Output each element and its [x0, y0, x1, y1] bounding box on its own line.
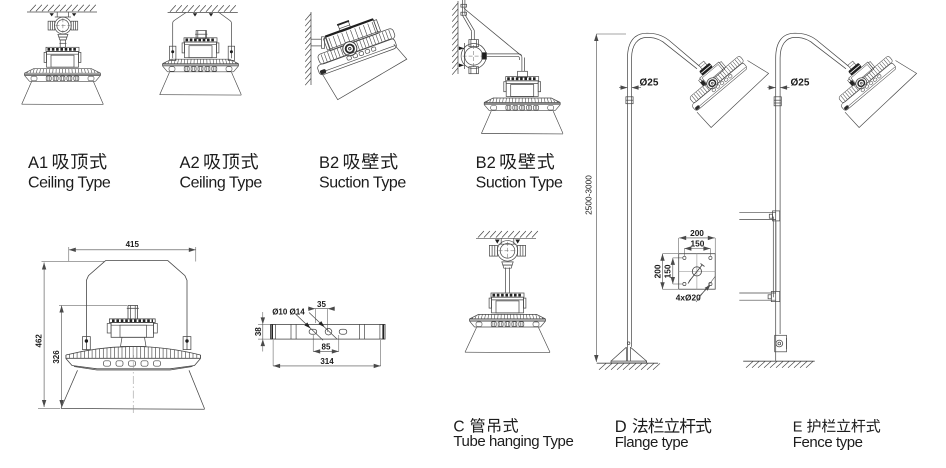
svg-text:150: 150 — [663, 264, 673, 278]
svg-text:Tube hanging Type: Tube hanging Type — [453, 433, 573, 450]
svg-text:D: D — [615, 418, 627, 436]
svg-text:2500-3000: 2500-3000 — [583, 175, 593, 215]
svg-text:C: C — [453, 419, 464, 436]
svg-text:Ø10 Ø14: Ø10 Ø14 — [272, 307, 305, 316]
svg-text:Suction Type: Suction Type — [319, 175, 406, 192]
svg-text:Flange type: Flange type — [615, 434, 689, 451]
svg-text:E: E — [793, 420, 803, 436]
svg-text:314: 314 — [320, 357, 334, 366]
svg-text:200: 200 — [690, 228, 704, 238]
svg-text:150: 150 — [690, 239, 704, 249]
svg-text:85: 85 — [322, 343, 331, 352]
svg-text:4xØ20: 4xØ20 — [676, 293, 701, 303]
svg-text:B2: B2 — [319, 154, 339, 172]
svg-text:Suction Type: Suction Type — [476, 175, 563, 192]
svg-text:462: 462 — [35, 334, 44, 348]
svg-text:Fence type: Fence type — [793, 434, 863, 451]
svg-text:38: 38 — [254, 327, 263, 336]
svg-text:200: 200 — [652, 264, 662, 278]
svg-text:Ceiling Type: Ceiling Type — [28, 175, 111, 192]
svg-text:35: 35 — [317, 300, 326, 309]
svg-text:Ceiling Type: Ceiling Type — [180, 175, 263, 192]
svg-text:326: 326 — [52, 350, 61, 364]
svg-text:B2: B2 — [476, 154, 496, 172]
svg-text:A2: A2 — [180, 154, 200, 172]
svg-text:415: 415 — [126, 240, 140, 249]
svg-text:Ø25: Ø25 — [640, 78, 659, 89]
svg-text:A1: A1 — [28, 154, 48, 172]
svg-text:Ø25: Ø25 — [791, 78, 810, 89]
